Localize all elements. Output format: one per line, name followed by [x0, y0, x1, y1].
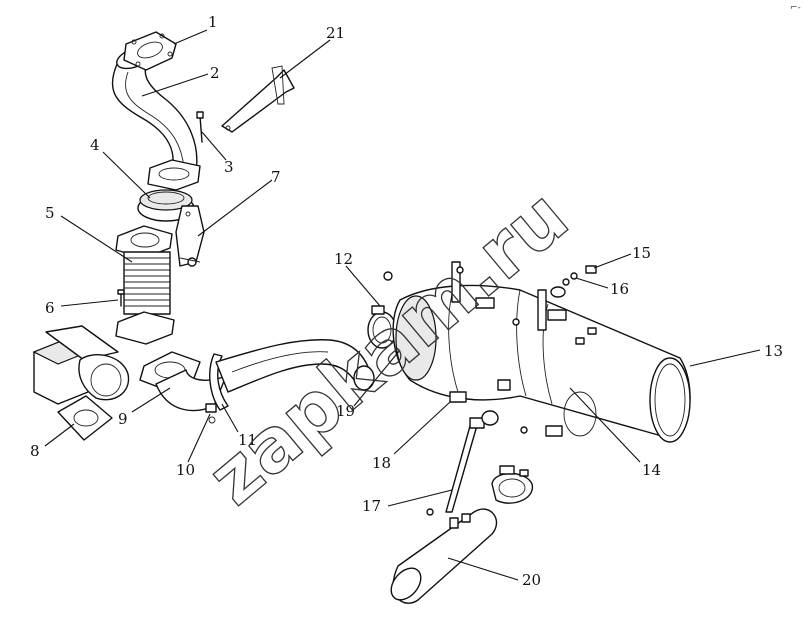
callout-11: 11 [238, 431, 257, 449]
part-intermediate-pipe [215, 339, 375, 393]
part-bracket-21 [221, 65, 295, 133]
callout-18: 18 [372, 454, 391, 472]
part-clamp-18 [491, 465, 533, 504]
callout-7: 7 [271, 168, 281, 186]
part-muffler-straps [449, 261, 567, 437]
callout-20: 20 [522, 571, 541, 589]
callout-13: 13 [764, 342, 783, 360]
part-bellows-5 [115, 225, 175, 345]
callout-labels: 1 2 3 4 5 6 7 8 9 10 11 12 13 14 15 16 1… [30, 13, 783, 589]
callout-9: 9 [118, 410, 128, 428]
callout-1: 1 [208, 13, 218, 31]
callout-17: 17 [362, 497, 381, 515]
callout-14: 14 [642, 461, 661, 479]
callout-21: 21 [326, 24, 345, 42]
callout-19: 19 [336, 402, 355, 420]
part-bracket-7 [175, 205, 205, 267]
top-flange [123, 31, 177, 71]
part-upper-bent-pipe [111, 31, 201, 191]
callout-8: 8 [30, 442, 40, 460]
callout-10: 10 [176, 461, 195, 479]
callout-5: 5 [45, 204, 55, 222]
callout-16: 16 [610, 280, 629, 298]
part-rod-17 [426, 410, 499, 516]
part-bolt-6 [117, 289, 125, 307]
part-bolt-3 [196, 111, 204, 143]
part-tailpipe-20 [390, 508, 498, 604]
part-muffler-13 [392, 284, 691, 443]
callout-3: 3 [224, 158, 234, 176]
callout-4: 4 [90, 136, 100, 154]
pipe-bottom-flange [147, 159, 201, 191]
callout-6: 6 [45, 299, 55, 317]
part-fasteners-15-16 [456, 265, 597, 434]
part-valve-8 [32, 325, 130, 441]
leader-lines [44, 29, 761, 581]
callout-2: 2 [210, 64, 220, 82]
corner-mark: ⌐- [790, 3, 801, 13]
callout-12: 12 [334, 250, 353, 268]
callout-15: 15 [632, 244, 651, 262]
